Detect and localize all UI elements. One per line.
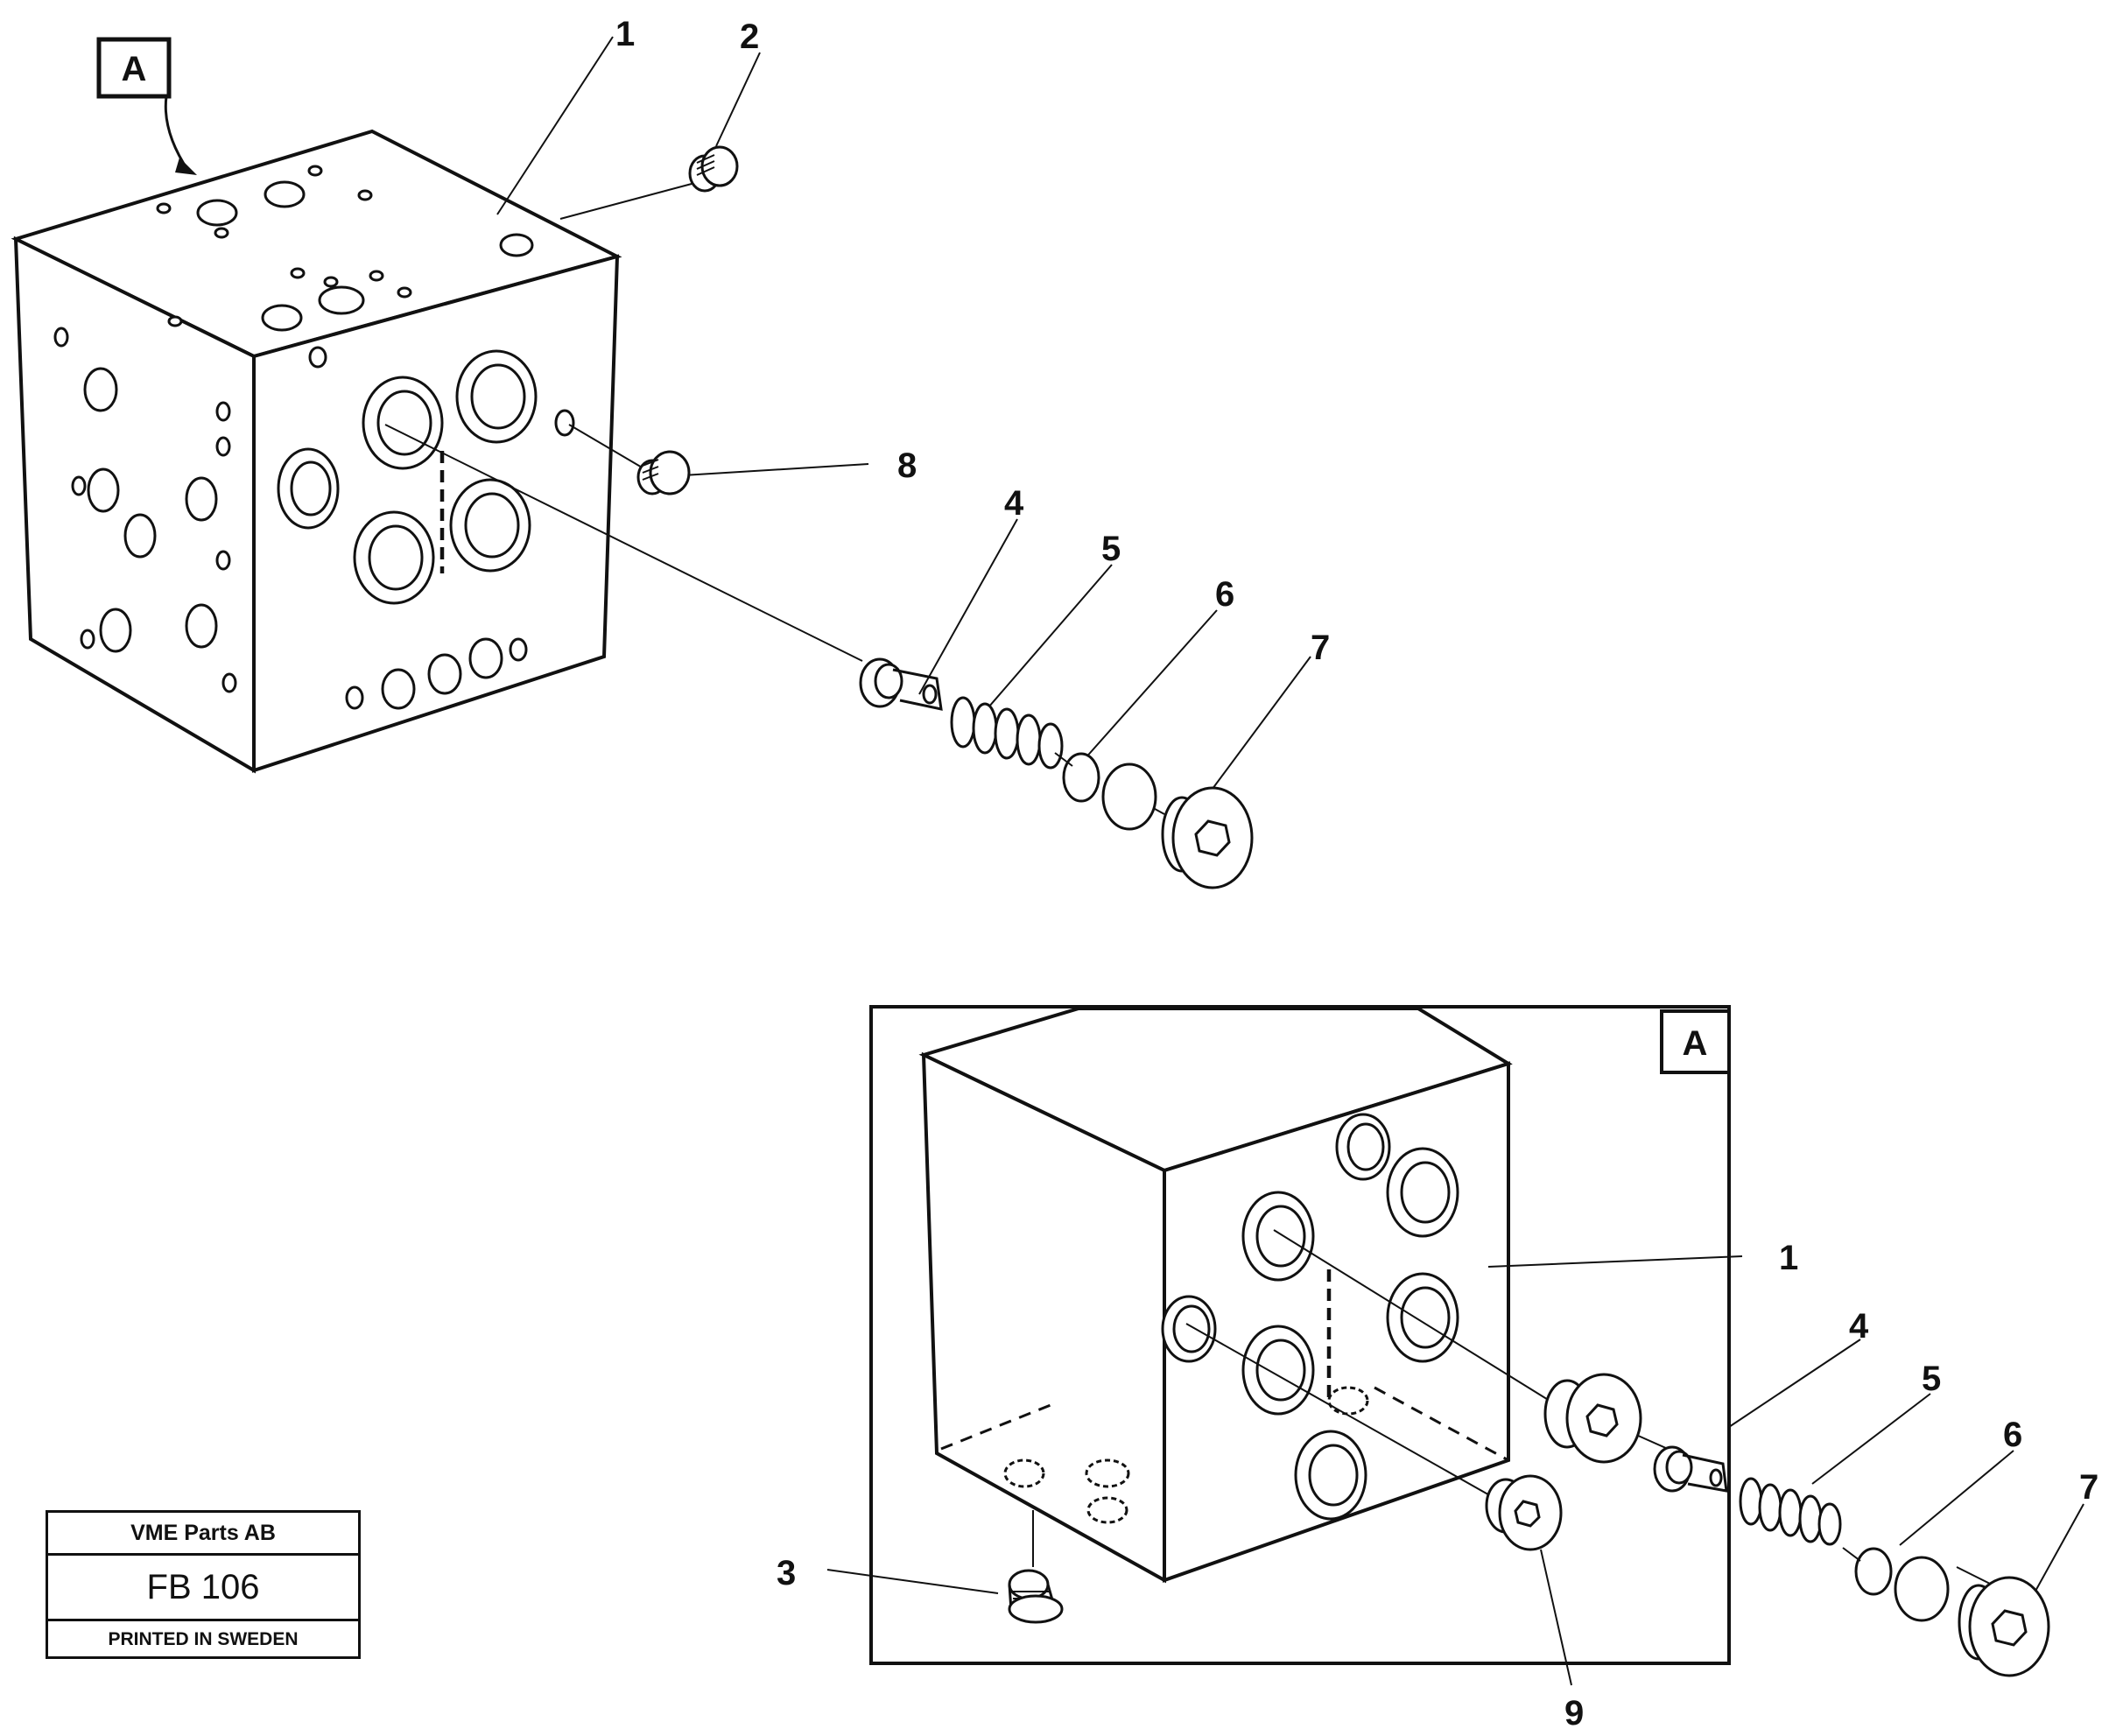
top-part-7-cap — [1161, 786, 1254, 889]
detail-view-frame: A — [869, 1005, 1731, 1665]
detail-callout-numbers: 1 4 5 6 7 3 9 — [777, 1239, 2098, 1732]
callout-top-2: 2 — [740, 18, 759, 56]
detail-part-1-plug — [1543, 1373, 1642, 1464]
callout-detail-4: 4 — [1849, 1307, 1869, 1346]
callout-top-1: 1 — [615, 15, 635, 53]
callout-detail-9: 9 — [1564, 1694, 1584, 1732]
callout-detail-5: 5 — [1922, 1360, 1941, 1398]
top-part-2-plug — [688, 145, 739, 193]
detail-part-5-spring — [1739, 1477, 1842, 1546]
detail-part-9-plug — [1485, 1474, 1563, 1551]
top-callout-numbers: 1 2 8 4 5 6 7 — [615, 15, 1330, 667]
detail-part-3-plug — [1008, 1569, 1064, 1624]
view-a-label: A — [122, 50, 147, 88]
drawing-code: FB 106 — [48, 1556, 358, 1621]
callout-top-4: 4 — [1004, 484, 1024, 523]
valve-block-detail — [918, 1007, 1513, 1584]
detail-part-6-poppet — [1842, 1547, 1950, 1622]
detail-part-7-cap — [1958, 1576, 2050, 1677]
callout-detail-7: 7 — [2079, 1468, 2098, 1507]
detail-part-4-piston — [1653, 1445, 1728, 1493]
printed-note: PRINTED IN SWEDEN — [108, 1629, 299, 1649]
callout-detail-6: 6 — [2003, 1416, 2022, 1454]
detail-leader-lines — [826, 1229, 2084, 1686]
callout-top-8: 8 — [897, 446, 917, 485]
top-part-4-piston — [859, 657, 943, 711]
top-part-6-poppet — [1054, 752, 1157, 831]
callout-detail-3: 3 — [777, 1554, 796, 1592]
top-part-8-plug — [636, 450, 691, 495]
company-name: VME Parts AB — [48, 1513, 358, 1556]
callout-top-5: 5 — [1101, 530, 1121, 568]
callout-top-6: 6 — [1215, 575, 1234, 614]
callout-detail-1: 1 — [1779, 1239, 1798, 1277]
valve-block-top — [11, 129, 622, 774]
callout-top-7: 7 — [1311, 629, 1330, 667]
view-a-marker: A — [96, 37, 197, 175]
detail-view-label: A — [1683, 1024, 1708, 1063]
title-block: VME Parts AB FB 106 PRINTED IN SWEDEN — [46, 1510, 361, 1659]
top-part-5-spring — [950, 696, 1064, 770]
